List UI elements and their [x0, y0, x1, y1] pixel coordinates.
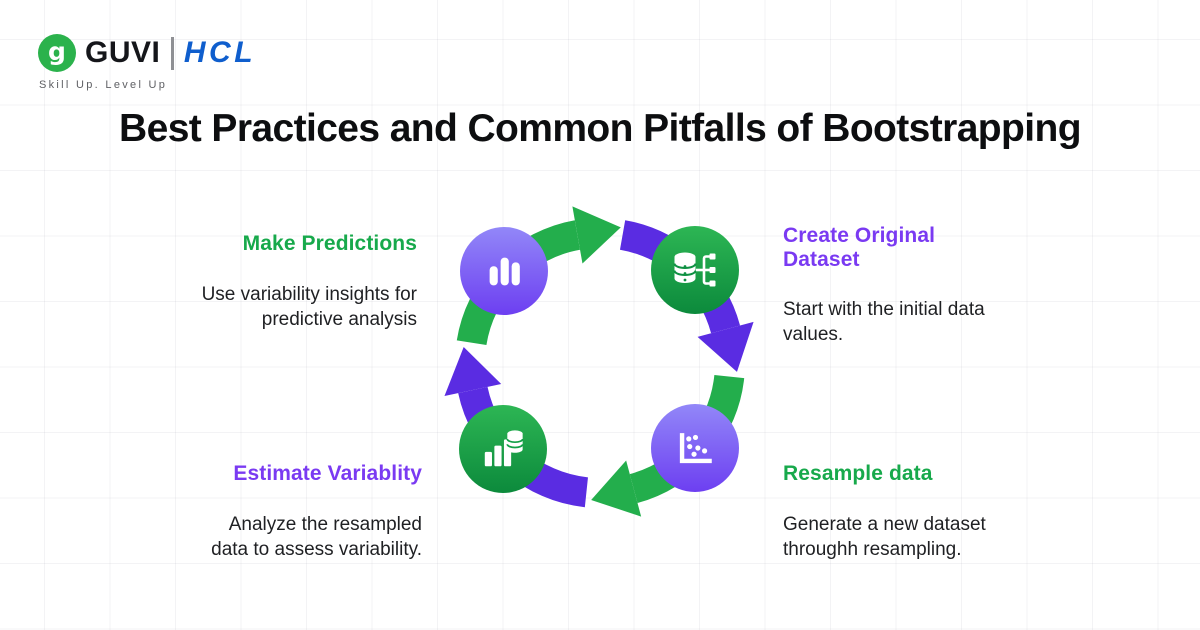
step-body: Use variability insights for predictive … [201, 283, 417, 330]
step-body: Analyze the resampled data to assess var… [211, 513, 422, 560]
cycle-arrowhead-icon [444, 346, 502, 397]
node-resample-data [651, 404, 739, 492]
logo-tagline: Skill Up. Level Up [39, 79, 168, 91]
logo-divider [171, 36, 174, 70]
scatter-plot-icon [679, 433, 712, 464]
node-make-predictions [460, 227, 548, 315]
bars-database-icon [484, 430, 524, 467]
step-make-predictions: Make Predictions Use variability insight… [117, 214, 417, 350]
guvi-logo-icon: g [38, 34, 76, 72]
step-body: Start with the initial data values. [783, 299, 985, 346]
cycle-arrowhead-icon [697, 321, 754, 372]
step-estimate-variability: Estimate Variablity Analyze the resample… [112, 444, 422, 580]
logo: g GUVI HCL [38, 34, 256, 72]
step-title: Resample data [783, 462, 933, 485]
cycle-arrowhead-icon [572, 206, 621, 264]
step-title: Make Predictions [242, 232, 417, 255]
step-title: Estimate Variablity [233, 462, 422, 485]
bar-chart-icon [489, 257, 520, 286]
logo-partner-text: HCL [183, 36, 257, 69]
cycle-arrowhead-icon [591, 460, 642, 517]
node-estimate-variability [459, 405, 547, 493]
logo-brand-text: GUVI [85, 36, 161, 69]
step-title: Create Original Dataset [783, 224, 936, 271]
node-create-original-dataset [651, 226, 739, 314]
step-resample-data: Resample data Generate a new dataset thr… [783, 444, 1033, 580]
step-create-original-dataset: Create Original Dataset Start with the i… [783, 206, 1033, 365]
step-body: Generate a new dataset throughh resampli… [783, 513, 986, 560]
page-title: Best Practices and Common Pitfalls of Bo… [119, 107, 1081, 150]
database-branch-icon [673, 252, 716, 287]
guvi-glyph: g [48, 36, 66, 66]
cycle-arrows [444, 206, 754, 517]
